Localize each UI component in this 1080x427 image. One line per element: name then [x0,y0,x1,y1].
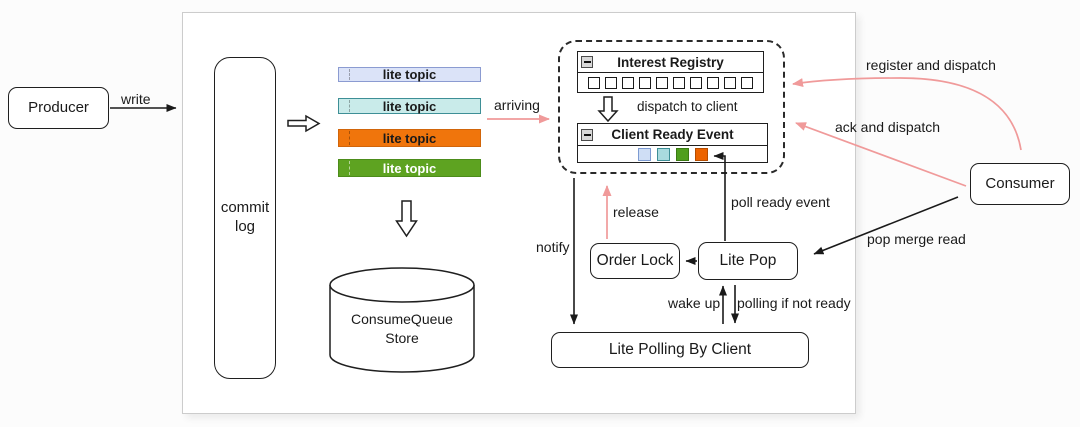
minimize-icon [581,56,593,68]
registry-slot [690,76,702,89]
consume-queue-store-label: ConsumeQueue Store [351,311,453,346]
bar-segment-tick [349,161,350,175]
registry-slot [656,76,668,89]
bar-segment-tick [349,69,350,80]
interest-registry-title: Interest Registry [617,54,724,70]
producer-label: Producer [28,98,89,116]
lite-topic-bar: lite topic [338,159,481,177]
polling-if-not-ready-edge-label: polling if not ready [737,295,851,311]
producer-node: Producer [8,87,109,129]
ready-event-green [675,147,689,161]
notify-edge-label: notify [536,239,570,255]
lite-topic-label: lite topic [382,67,437,82]
lite-polling-label: Lite Polling By Client [608,341,752,359]
registry-slot [588,76,600,89]
ready-event-lavender [637,147,651,161]
registry-slot [741,76,753,89]
bar-segment-tick [349,131,350,145]
order-lock-label: Order Lock [596,252,674,270]
register-and-dispatch-edge-label: register and dispatch [866,57,996,73]
ready-event-cyan [656,147,670,161]
lite-polling-node: Lite Polling By Client [551,332,809,368]
arriving-edge-label: arriving [494,97,540,113]
interest-registry-panel: Interest Registry [577,51,764,93]
poll-ready-event-edge-label: poll ready event [731,194,830,210]
lite-topic-label: lite topic [382,160,437,176]
client-ready-event-panel: Client Ready Event [577,123,768,163]
ready-event-orange [694,147,708,161]
minimize-icon [581,128,593,141]
commit-log-node: commit log [214,57,276,379]
ack-and-dispatch-edge-label: ack and dispatch [835,119,941,135]
registry-slot [639,76,651,89]
release-edge-label: release [613,204,659,220]
registry-slot [605,76,617,89]
registry-slot [724,76,736,89]
client-ready-event-header: Client Ready Event [578,124,767,146]
registry-slot [622,76,634,89]
bar-segment-tick [349,100,350,112]
lite-pop-label: Lite Pop [719,252,777,270]
order-lock-node: Order Lock [590,243,680,279]
interest-registry-header: Interest Registry [578,52,763,73]
lite-topic-label: lite topic [382,98,437,114]
consumer-node: Consumer [970,163,1070,205]
lite-pop-node: Lite Pop [698,242,798,280]
registry-group [558,40,785,174]
lite-topic-bar: lite topic [338,98,481,114]
write-edge-label: write [121,91,151,107]
client-ready-events [578,146,767,162]
lite-topic-label: lite topic [382,130,437,146]
client-ready-event-title: Client Ready Event [611,127,734,142]
commit-log-label: commit log [220,199,270,235]
consume-queue-cylinder [329,267,475,373]
consumer-label: Consumer [985,174,1055,192]
registry-slot [707,76,719,89]
wake-up-edge-label: wake up [668,295,721,311]
lite-topic-bar: lite topic [338,67,481,82]
interest-registry-slots [578,73,763,92]
lite-topic-bar: lite topic [338,129,481,147]
dispatch-to-client-label: dispatch to client [637,99,738,114]
pop-merge-read-edge-label: pop merge read [867,231,966,247]
registry-slot [673,76,685,89]
